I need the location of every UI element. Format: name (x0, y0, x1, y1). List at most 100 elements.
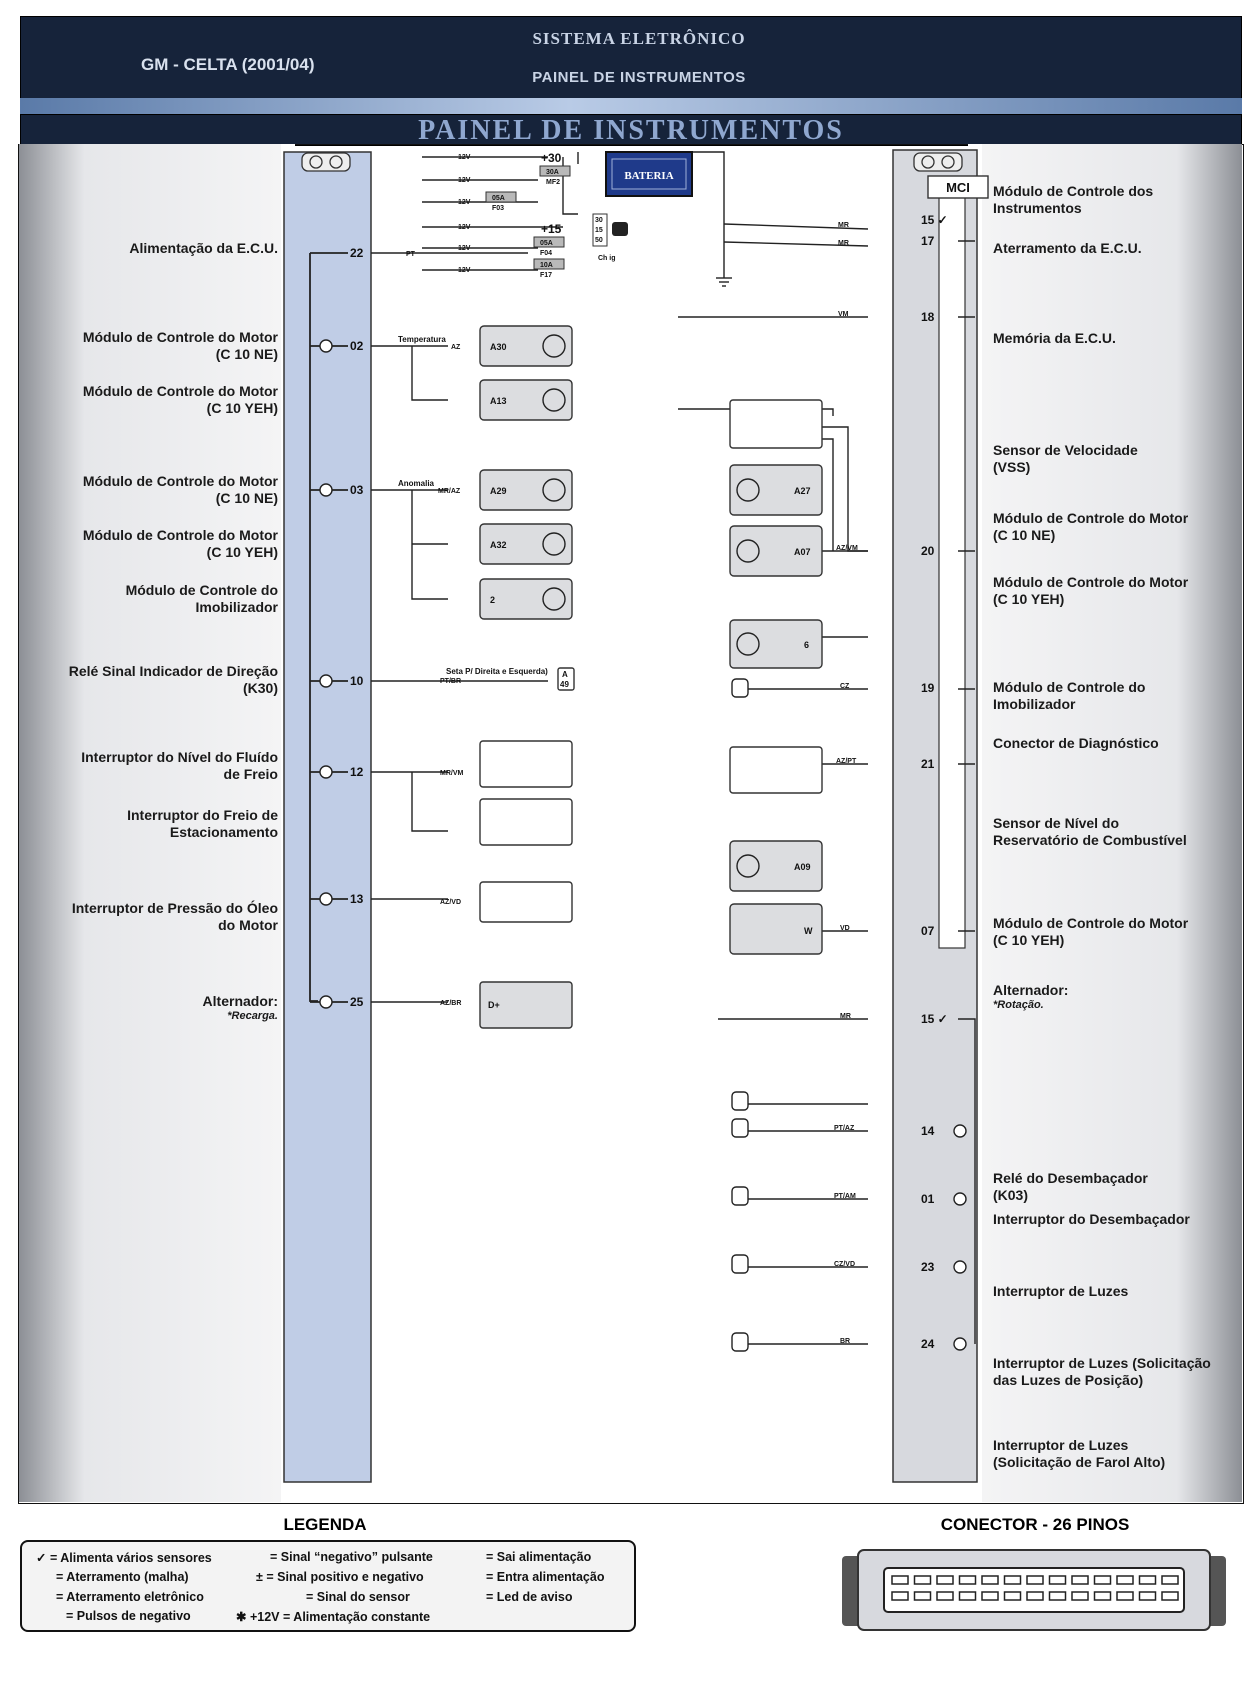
legend-box: ✓ = Alimenta vários sensores = Aterramen… (20, 1540, 636, 1632)
left-pin: 13 (350, 892, 364, 906)
svg-text:MCI: MCI (946, 180, 970, 195)
svg-text:MR/AZ: MR/AZ (438, 488, 461, 495)
svg-text:PT/AM: PT/AM (834, 1193, 856, 1200)
legend-item: = Sinal do sensor (306, 1590, 410, 1604)
svg-text:24: 24 (921, 1337, 935, 1351)
svg-text:15: 15 (595, 227, 603, 234)
system-title: SISTEMA ELETRÔNICO (532, 29, 746, 48)
svg-text:01: 01 (921, 1192, 935, 1206)
svg-text:PT/AZ: PT/AZ (834, 1125, 855, 1132)
right-label: Módulo de Controle do Motor(C 10 YEH) (993, 915, 1189, 948)
connector-pin (936, 1575, 954, 1585)
legend-item: ✓ = Alimenta vários sensores (36, 1551, 212, 1565)
svg-text:A09: A09 (794, 862, 811, 872)
legend-item: ✱ +12V = Alimentação constante (236, 1610, 431, 1624)
left-label: Módulo de Controle do Motor(C 10 NE) (82, 473, 278, 506)
title-bar: PAINEL DE INSTRUMENTOS (20, 114, 1242, 146)
svg-text:05A: 05A (540, 240, 553, 247)
svg-text:VM: VM (838, 311, 849, 318)
connector-pin (958, 1591, 977, 1601)
svg-text:PT: PT (406, 251, 416, 258)
right-label: Módulo de Controle do Motor(C 10 YEH) (993, 574, 1189, 607)
svg-text:F04: F04 (540, 250, 552, 257)
connector-pin (1003, 1575, 1022, 1585)
svg-text:20: 20 (921, 544, 935, 558)
connector-pin (891, 1575, 909, 1585)
svg-text:+30: +30 (541, 151, 562, 165)
battery-icon: BATERIA (605, 151, 693, 197)
legend-item: = Sinal “negativo” pulsante (270, 1550, 433, 1564)
svg-text:17: 17 (921, 234, 935, 248)
connector-pin (1026, 1591, 1044, 1601)
left-pin: 02 (350, 339, 364, 353)
connector-pin (913, 1591, 932, 1601)
legend-item: = Entra alimentação (486, 1570, 605, 1584)
connector-pin (981, 1575, 999, 1585)
svg-text:12V: 12V (458, 245, 471, 252)
svg-text:F17: F17 (540, 272, 552, 279)
svg-text:PT/BR: PT/BR (440, 678, 461, 685)
svg-text:12V: 12V (458, 154, 471, 161)
left-label: Módulo de Controle do Motor(C 10 YEH) (82, 527, 278, 560)
vehicle-model: GM - CELTA (2001/04) (141, 55, 315, 74)
left-pin: 10 (350, 674, 364, 688)
svg-text:18: 18 (921, 310, 935, 324)
right-label: Interruptor de Luzes(Solicitação de Faro… (993, 1437, 1166, 1470)
legend-item: = Aterramento eletrônico (56, 1590, 204, 1604)
right-label: Relé do Desembaçador(K03) (993, 1170, 1148, 1203)
svg-text:12V: 12V (458, 267, 471, 274)
svg-text:MR/VM: MR/VM (440, 770, 464, 777)
svg-text:12V: 12V (458, 177, 471, 184)
connector-pin (913, 1575, 932, 1585)
svg-text:30: 30 (595, 217, 603, 224)
left-pin: 22 (350, 246, 364, 260)
connector-26-pin-icon (842, 1549, 1226, 1631)
svg-text:12V: 12V (458, 199, 471, 206)
connector-pin (1048, 1575, 1067, 1585)
right-label: Alternador:*Rotação. (993, 982, 1069, 1011)
led-markers (319, 339, 333, 1009)
right-label: Interruptor do Desembaçador (993, 1211, 1190, 1227)
left-label: Módulo de Controle do Motor(C 10 YEH) (82, 383, 278, 416)
svg-text:Anomalia: Anomalia (398, 479, 435, 488)
svg-text:AZ/PT: AZ/PT (836, 758, 857, 765)
right-label: Interruptor de Luzes (993, 1283, 1129, 1299)
right-label: Conector de Diagnóstico (993, 735, 1159, 751)
svg-text:MR: MR (838, 240, 849, 247)
connector-pin (1071, 1591, 1089, 1601)
right-label: Memória da E.C.U. (993, 330, 1116, 346)
connector-pin (958, 1575, 977, 1585)
svg-text:23: 23 (921, 1260, 935, 1274)
connector-pin (1161, 1575, 1179, 1585)
svg-text:A13: A13 (490, 396, 507, 406)
connector-pin (1161, 1591, 1179, 1601)
legend-item: = Pulsos de negativo (66, 1609, 191, 1623)
header-stripe (20, 98, 1242, 114)
connector-pin (1116, 1591, 1134, 1601)
svg-text:Seta P/ Direita e Esquerda): Seta P/ Direita e Esquerda) (446, 667, 548, 676)
left-label-column (19, 144, 281, 1502)
left-label: Relé Sinal Indicador de Direção(K30) (68, 663, 278, 696)
svg-text:AZ/BR: AZ/BR (440, 1000, 461, 1007)
right-label: Módulo de Controle do Motor(C 10 NE) (993, 510, 1189, 543)
svg-text:+15: +15 (541, 222, 562, 236)
legend-item: = Sai alimentação (486, 1550, 592, 1564)
connector-pin (936, 1591, 954, 1601)
left-pin: 12 (350, 765, 364, 779)
svg-text:AZ/VM: AZ/VM (836, 545, 858, 552)
svg-text:10A: 10A (540, 262, 553, 269)
page-title: PAINEL DE INSTRUMENTOS (418, 115, 844, 146)
svg-text:MF2: MF2 (546, 179, 560, 186)
connector-pin (1003, 1591, 1022, 1601)
connector-pin (1093, 1575, 1112, 1585)
left-label: Alimentação da E.C.U. (129, 240, 278, 256)
svg-text:07: 07 (921, 924, 935, 938)
right-label: Sensor de Velocidade(VSS) (993, 442, 1138, 475)
svg-text:F03: F03 (492, 205, 504, 212)
left-connector-strip (283, 151, 372, 1483)
left-pin-numbers: 22 02 03 10 12 13 25 (350, 246, 364, 1009)
